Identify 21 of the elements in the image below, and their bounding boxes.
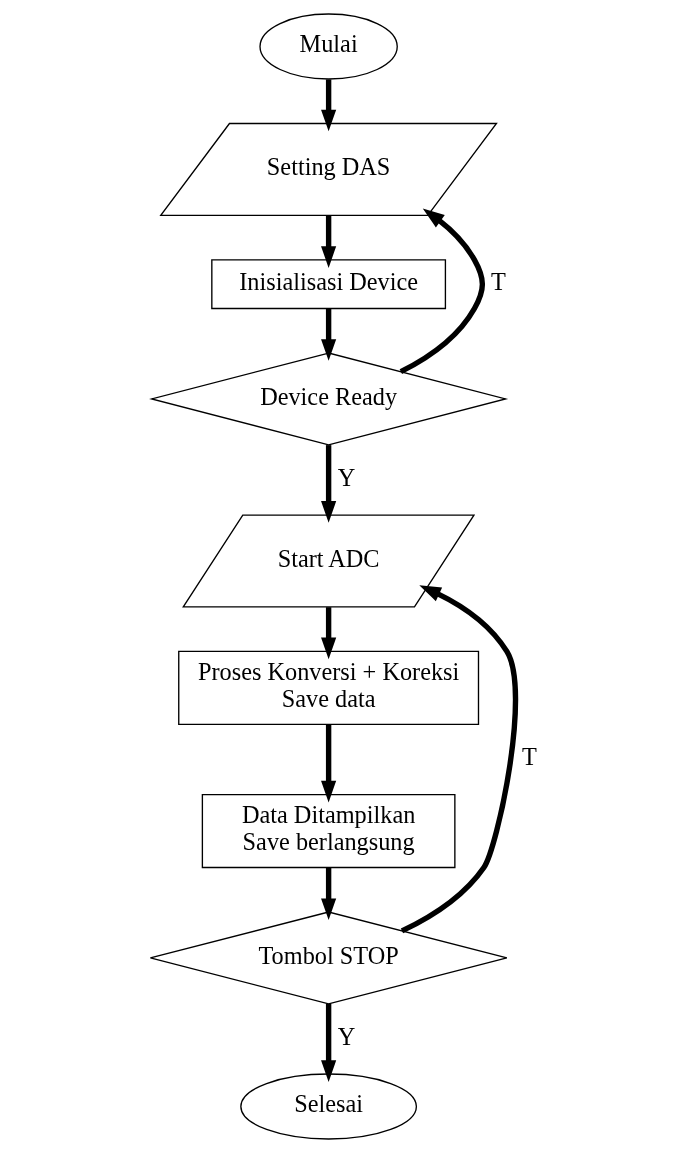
arrow xyxy=(321,215,337,268)
edge-label: Y xyxy=(337,463,356,491)
arrow xyxy=(321,308,337,361)
edge-label: T xyxy=(490,268,506,296)
edge-label: Y xyxy=(337,1022,356,1050)
arrow xyxy=(399,208,486,375)
arrow xyxy=(321,724,337,803)
arrow xyxy=(321,867,337,921)
node-diamond: Device Ready xyxy=(149,352,509,446)
node-ellipse: Selesai xyxy=(240,1073,418,1140)
arrow xyxy=(321,1003,337,1082)
arrow xyxy=(321,445,337,523)
node-box: Inisialisasi Device xyxy=(211,259,447,310)
node-diamond: Tombol STOP xyxy=(149,911,508,1005)
node-ellipse: Mulai xyxy=(259,13,398,80)
arrow xyxy=(321,79,337,132)
node-box: Proses Konversi + Koreksi Save data xyxy=(178,650,480,726)
arrow xyxy=(400,585,519,934)
edge-label: T xyxy=(522,743,537,771)
node-box: Data Ditampilkan Save berlangsung xyxy=(201,793,456,869)
arrow xyxy=(321,607,337,660)
